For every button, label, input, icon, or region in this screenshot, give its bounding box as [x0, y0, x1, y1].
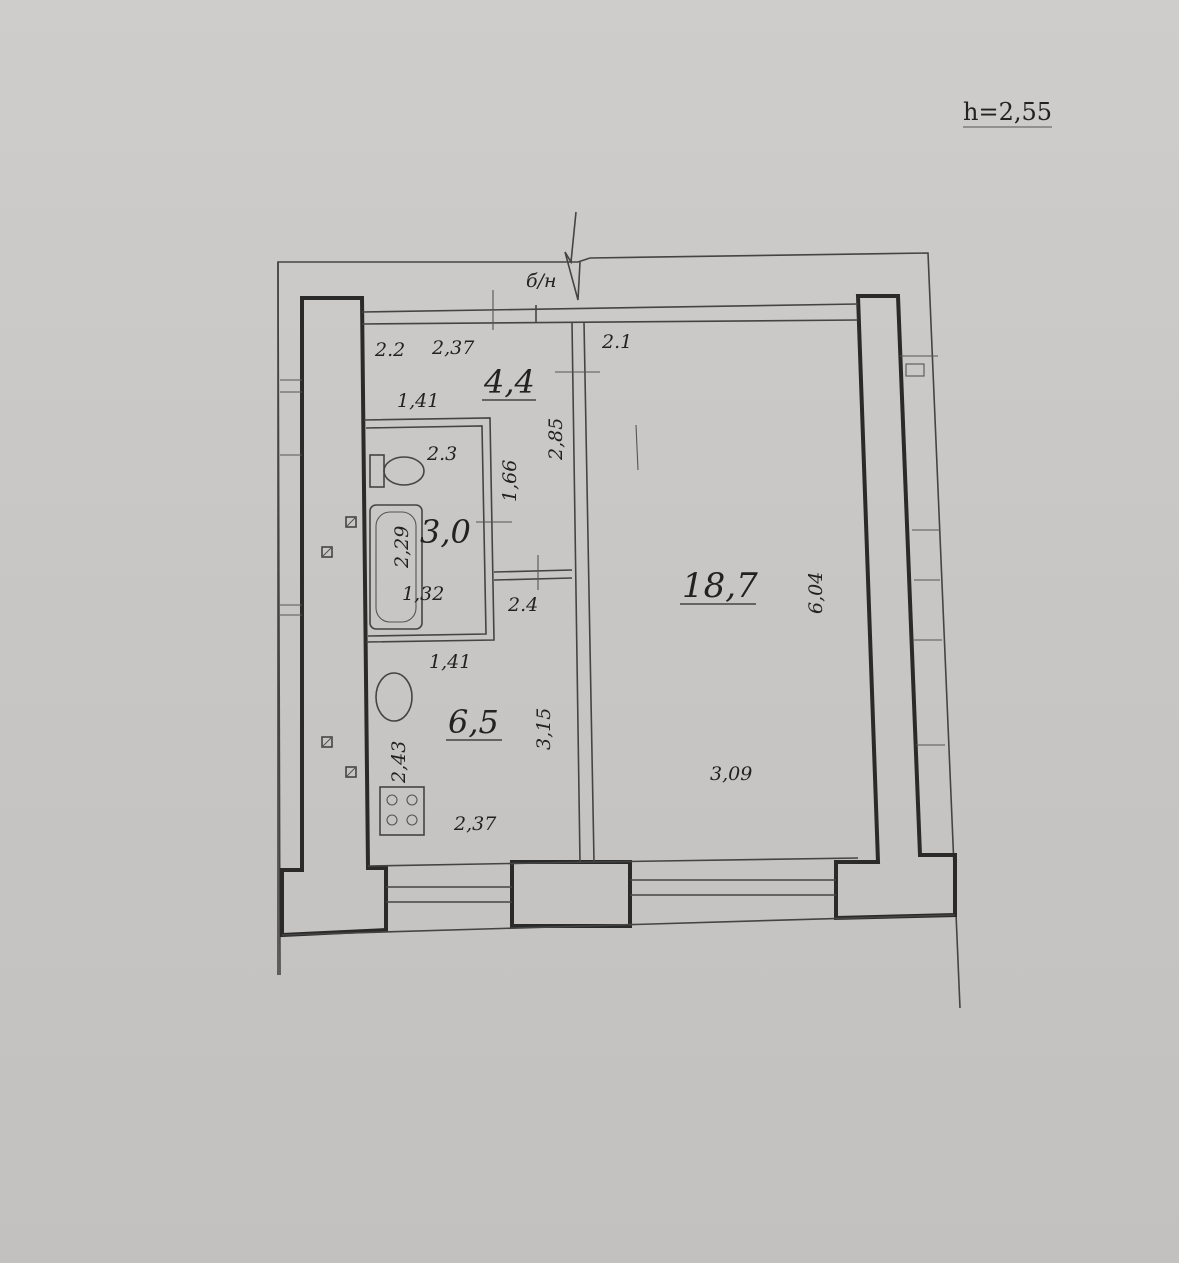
vent-icon: [321, 516, 357, 778]
dim-3-09: 3,09: [710, 763, 752, 785]
dim-2-3: 2.3: [426, 443, 457, 465]
bathtub-icon: [369, 504, 423, 630]
corridor-area-label: 4,4: [483, 363, 535, 401]
dim-1-41-a: 1,41: [397, 390, 439, 412]
living-area-label: 18,7: [682, 566, 758, 606]
balcony-label: б/н: [526, 270, 557, 292]
ceiling-height-label: h=2,55: [963, 98, 1052, 126]
dim-2-2: 2.2: [374, 339, 405, 361]
dim-2-43: 2,43: [388, 741, 410, 784]
sink-icon: [375, 672, 413, 722]
kitchen-area-label: 6,5: [448, 703, 499, 741]
dim-2-29: 2,29: [391, 526, 413, 569]
stove-icon: [379, 786, 425, 836]
toilet-icon: [369, 454, 425, 488]
break-mark: [564, 211, 581, 301]
walls: [280, 294, 957, 938]
bath-area-label: 3,0: [420, 513, 471, 551]
dim-1-32: 1,32: [402, 583, 444, 605]
dim-2-85: 2,85: [545, 418, 567, 461]
dim-1-41-b: 1,41: [429, 651, 471, 673]
dim-2-4: 2.4: [507, 594, 538, 616]
partitions: [363, 290, 859, 867]
dim-2-1: 2.1: [601, 331, 632, 353]
dim-1-66: 1,66: [499, 460, 521, 502]
dim-6-04: 6,04: [805, 572, 827, 614]
dim-2-37-top: 2,37: [431, 337, 475, 359]
dim-2-37-bottom: 2,37: [453, 813, 497, 835]
dim-3-15: 3,15: [533, 708, 555, 750]
building-outline: [277, 211, 961, 1009]
